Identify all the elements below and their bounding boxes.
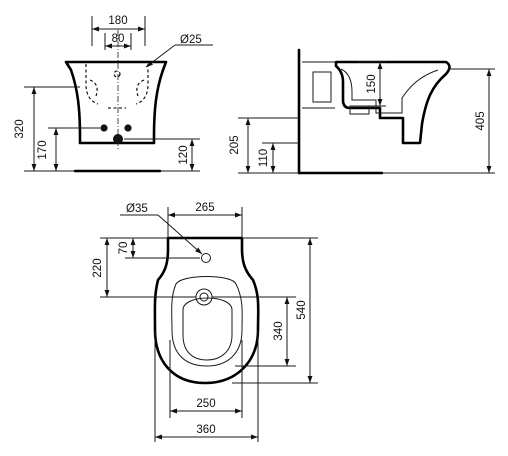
dim-dia25-leader: [145, 44, 176, 68]
plan-view-tap-hole: [201, 253, 211, 263]
plan-view-outer-outline: [153, 236, 260, 385]
front-view-body-outline: [64, 60, 168, 145]
dim-405-label: 405: [475, 111, 487, 130]
dim-dia35-label: Ø35: [126, 203, 148, 215]
front-view-waste-outlet: [113, 134, 123, 144]
dim-340-label: 340: [273, 321, 285, 340]
dim-265-label: 265: [195, 202, 214, 214]
dim-250-label: 250: [196, 398, 215, 410]
front-view-tap-hole-hidden: [113, 70, 121, 78]
front-view-fixing-bolt-left: [100, 124, 108, 132]
dim-80-label: 80: [112, 33, 125, 45]
dim-180-label: 180: [108, 15, 127, 27]
front-view-overflow-hidden-left: [89, 79, 98, 97]
dim-220-label: 220: [92, 258, 104, 277]
dim-70-label: 70: [118, 242, 130, 255]
dim-150-label: 150: [366, 74, 378, 93]
plan-view-waste-inner: [199, 292, 209, 302]
plan-view: Ø35 265 70 220 340 540 250 360: [92, 202, 318, 442]
plan-view-waste-outer: [195, 288, 213, 306]
front-view: 180 80 Ø25 320 170 120: [14, 15, 213, 173]
dim-110-label: 110: [258, 149, 270, 167]
plan-view-bowl-inner: [182, 297, 233, 361]
dim-120-label: 120: [178, 145, 190, 164]
dim-205-label: 205: [229, 135, 241, 154]
front-view-overflow-hidden-right: [136, 79, 145, 97]
side-view-frame: [312, 71, 332, 103]
side-view-waste-pipe: [349, 105, 370, 115]
dim-dia35-leader: [157, 214, 203, 255]
front-view-fixing-bolt-right: [124, 124, 132, 132]
plan-view-bowl-outline: [171, 276, 243, 367]
dim-170-label: 170: [37, 140, 49, 159]
dim-360-label: 360: [196, 424, 215, 436]
dim-320-label: 320: [14, 119, 26, 138]
dim-540-label: 540: [296, 300, 308, 319]
dim-dia25-label: Ø25: [180, 34, 202, 46]
side-view: 405 150 205 110: [229, 48, 495, 175]
side-view-body-outline: [334, 60, 451, 145]
